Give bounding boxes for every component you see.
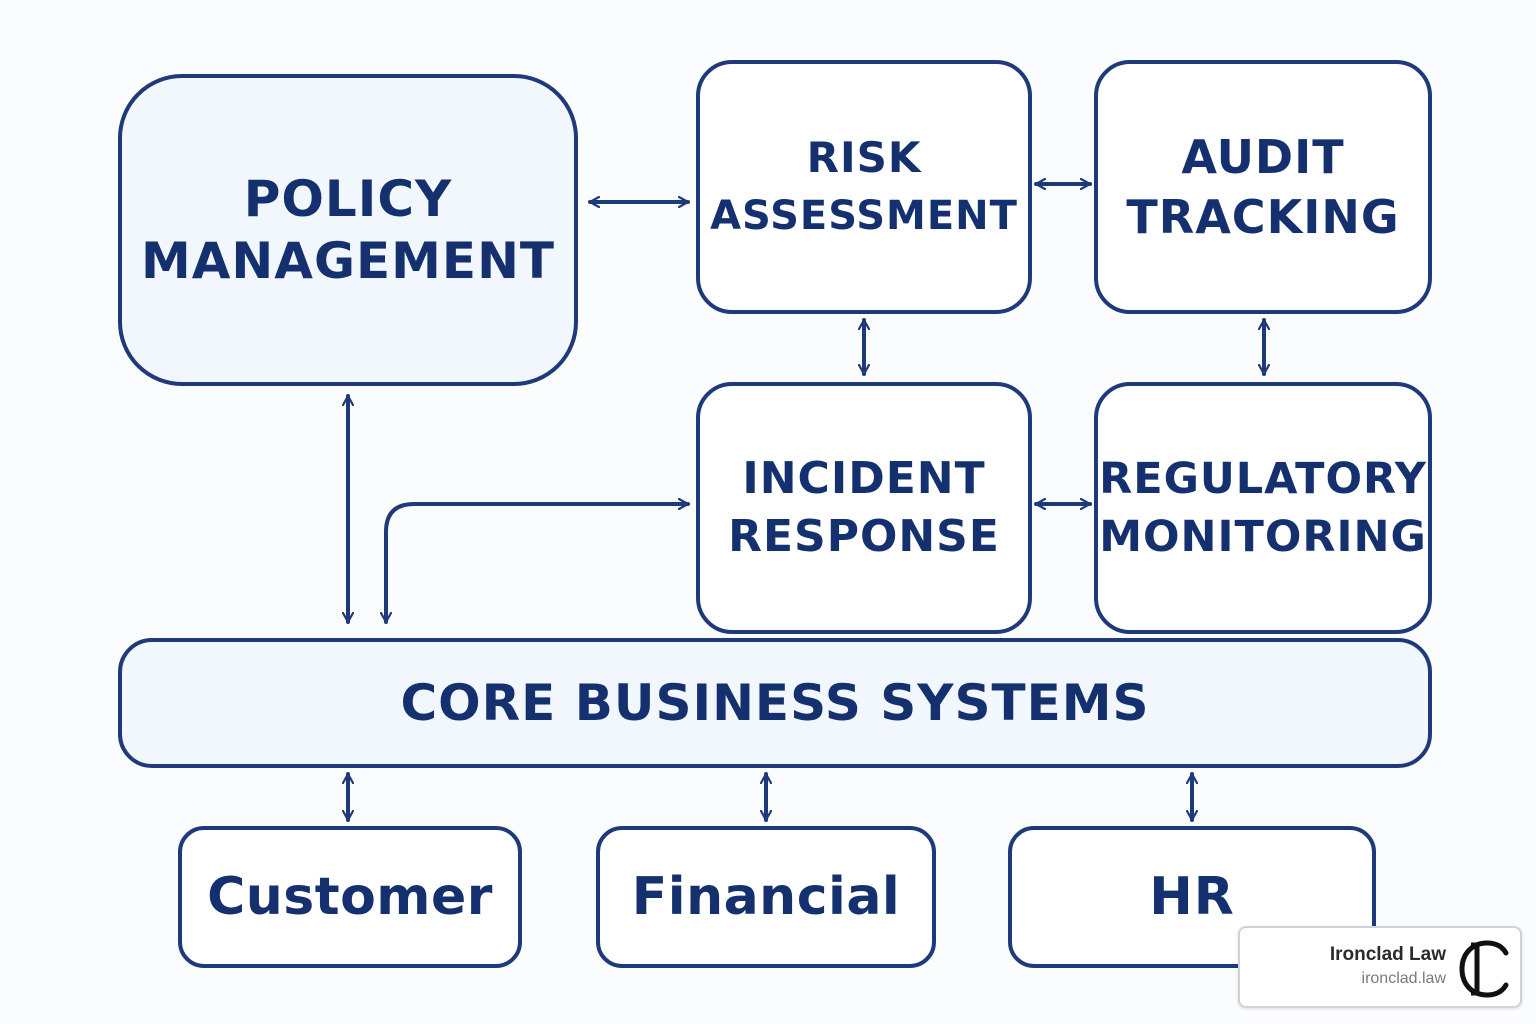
- node-label-line: ASSESSMENT: [710, 193, 1018, 239]
- node-incident-response: INCIDENT RESPONSE: [696, 382, 1032, 634]
- node-label: CORE BUSINESS SYSTEMS: [400, 674, 1150, 732]
- node-regulatory-monitoring: REGULATORY MONITORING: [1094, 382, 1432, 634]
- node-label-line: INCIDENT: [742, 453, 986, 504]
- arrow-incident-core: [386, 504, 690, 624]
- node-risk-assessment: RISK ASSESSMENT: [696, 60, 1032, 314]
- node-customer: Customer: [178, 826, 522, 968]
- node-core-business-systems: CORE BUSINESS SYSTEMS: [118, 638, 1432, 768]
- ironclad-monogram-logo-icon: [1459, 940, 1509, 998]
- node-label-line: RISK: [806, 133, 922, 182]
- node-label-line: MONITORING: [1099, 512, 1427, 562]
- brand-name: Ironclad Law: [1329, 944, 1446, 965]
- node-label-line: POLICY: [243, 170, 453, 228]
- node-audit-tracking: AUDIT TRACKING: [1094, 60, 1432, 314]
- node-policy-management: POLICY MANAGEMENT: [118, 74, 578, 386]
- node-label: HR: [1149, 867, 1235, 927]
- node-label: Financial: [631, 867, 901, 927]
- node-label-line: REGULATORY: [1099, 454, 1427, 504]
- node-label-line: AUDIT: [1181, 130, 1345, 184]
- node-label-line: MANAGEMENT: [140, 232, 556, 290]
- brand-url: ironclad.law: [1361, 970, 1446, 987]
- brand-badge[interactable]: Ironclad Law ironclad.law: [1238, 926, 1522, 1008]
- node-financial: Financial: [596, 826, 936, 968]
- node-label: Customer: [207, 867, 493, 927]
- node-label-line: RESPONSE: [728, 511, 1000, 562]
- node-label-line: TRACKING: [1126, 190, 1400, 244]
